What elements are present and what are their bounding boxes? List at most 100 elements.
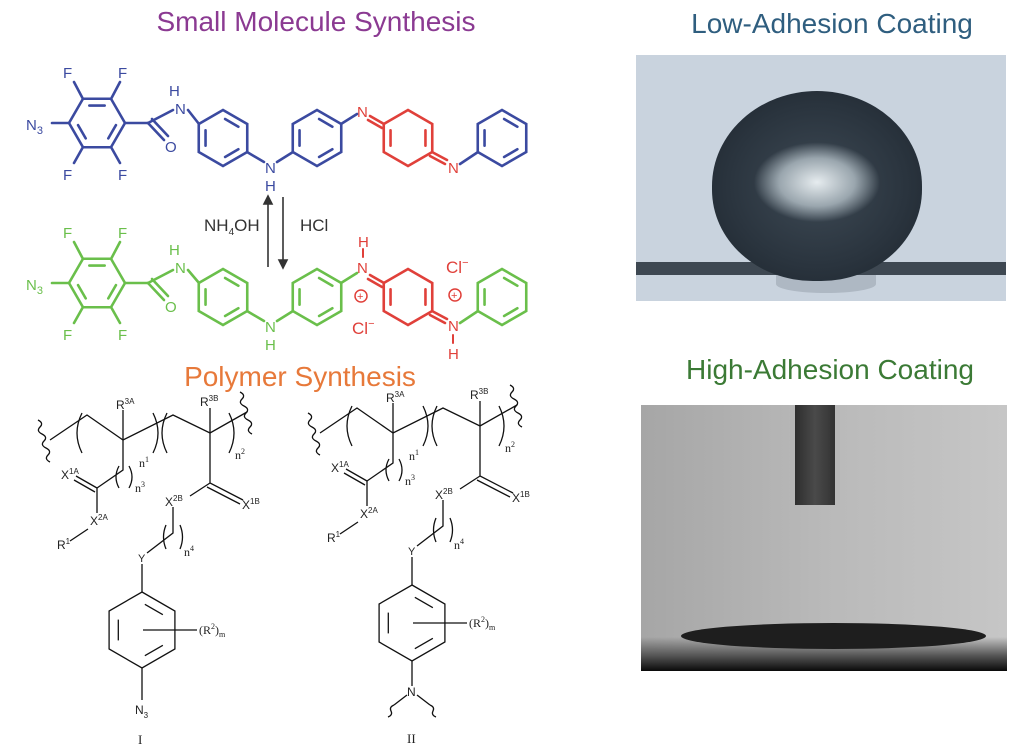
backbone: [49, 411, 248, 441]
imine-double-bonds: [366, 114, 449, 166]
fluorine-label: F: [118, 167, 127, 184]
ester-b-bonds: [189, 433, 244, 505]
tetrafluorophenyl-ring: [67, 257, 127, 309]
x2b-label: X2B: [165, 494, 183, 509]
wavy-bond-left: [307, 412, 321, 456]
arrow-down-icon: [277, 259, 289, 270]
y-label: Y: [138, 553, 146, 565]
polymer-synthesis-title: Polymer Synthesis: [184, 361, 416, 392]
ring-double-bond: [223, 147, 240, 159]
polymer-structure-II: R3A R3B n1 n2 n3 n4 X1A X2A X1B X2B R1 Y…: [307, 384, 530, 662]
equilibrium-arrows: [262, 194, 289, 270]
ring-outline: [291, 108, 343, 168]
repeat-unit-brackets: [346, 405, 505, 447]
linker-bonds: [141, 507, 184, 592]
ester-a-bonds: [69, 475, 98, 542]
y-label: Y: [408, 546, 416, 558]
ring-double-bond: [144, 603, 164, 616]
ring-outline: [476, 108, 528, 168]
quinoid-ring: [382, 108, 434, 168]
azide-label: N3: [135, 703, 149, 720]
tetrafluorophenyl-ring: [67, 97, 127, 149]
n1-label: n1: [139, 455, 149, 470]
r1-label: R1: [57, 537, 71, 552]
oxygen-label: O: [165, 139, 177, 156]
r3b-label: R3B: [470, 387, 488, 402]
oxygen-label: O: [165, 299, 177, 316]
hydrogen-label: H: [265, 337, 276, 354]
ring-double-bond: [414, 637, 434, 650]
r3a-label: R3A: [386, 390, 405, 405]
ring-double-bond: [144, 644, 164, 657]
ring-double-bond: [502, 117, 519, 129]
hydrogen-label: H: [448, 346, 459, 363]
linker-bonds: [411, 500, 454, 585]
iminium-bonds: [362, 248, 454, 344]
ring-double-bond: [502, 276, 519, 288]
r3b-label: R3B: [200, 394, 218, 409]
ring-outline: [476, 267, 528, 327]
n1-label: n1: [409, 448, 419, 463]
ring-outline: [197, 108, 249, 168]
fluorine-label: F: [118, 327, 127, 344]
ring-double-bond: [76, 283, 88, 300]
small-molecule-synthesis-title: Small Molecule Synthesis: [156, 6, 476, 37]
positive-charge-icon: +: [448, 288, 462, 302]
ring-double-bond: [502, 147, 519, 159]
atom-labels: F F F F N3 H N O N H: [26, 225, 276, 354]
phenyl-ring: [476, 267, 528, 327]
bonds: [50, 240, 480, 325]
ring-double-bond: [106, 283, 118, 300]
fluorine-label: F: [118, 65, 127, 82]
x2b-label: X2B: [435, 487, 453, 502]
arrow-up-icon: [262, 194, 274, 205]
azide-label: N3: [26, 117, 43, 137]
nitrogen-label: N: [175, 101, 186, 118]
fluorine-label: F: [63, 327, 72, 344]
benzene-ring: [291, 108, 343, 168]
benzene-ring: [197, 267, 249, 327]
nitrogen-label: N: [265, 160, 276, 177]
azide-aniline-neutral-molecule: F F F F N3 H N O N H N N: [26, 65, 528, 195]
structure-label-II: II: [407, 731, 416, 746]
nitrogen-label: N: [357, 104, 368, 121]
hydrogen-label: H: [358, 234, 369, 251]
base-reagent-label: NH4OH: [204, 216, 260, 238]
side-chain-a: [366, 433, 403, 482]
backbone: [319, 404, 518, 434]
svg-text:+: +: [451, 290, 457, 302]
benzene-ring: [291, 267, 343, 327]
polymer-labels: R3A R3B n1 n2 n3 n4 X1A X2A X1B X2B R1 Y…: [57, 394, 260, 747]
ester-b-bonds: [459, 426, 514, 498]
amine-nitrogen-label: N: [407, 685, 416, 699]
azide-label: N3: [26, 277, 43, 297]
ring-double-bond: [223, 117, 240, 129]
n2-label: n2: [235, 447, 245, 462]
nitrogen-label: N: [357, 260, 368, 277]
ring-double-bond: [317, 306, 334, 318]
iminium-labels: H N + N H + Cl− Cl−: [352, 234, 469, 363]
x1b-label: X1B: [512, 490, 530, 505]
ring-double-bond: [76, 123, 88, 140]
n4-label: n4: [454, 537, 464, 552]
svg-text:+: +: [357, 291, 363, 303]
side-chain-a: [96, 440, 133, 489]
ring-double-bond: [106, 123, 118, 140]
fluorine-label: F: [63, 167, 72, 184]
ring-double-bond: [414, 596, 434, 609]
n4-label: n4: [184, 544, 194, 559]
r2m-label: (R2)m: [469, 615, 496, 632]
x1b-label: X1B: [242, 497, 260, 512]
azide-aniline-protonated-molecule: F F F F N3 H N O N H H N + N H + Cl− Cl−: [26, 225, 528, 363]
quinoid-ring: [382, 267, 434, 327]
amine-bonds: [393, 661, 431, 706]
spherical-water-droplet: [712, 91, 922, 281]
n3-label: n3: [405, 473, 415, 488]
high-adhesion-droplet-photo: [641, 405, 1007, 671]
hydrogen-label: H: [169, 83, 180, 100]
polymer-structure-I: R3A R3B n1 n2 n3 n4 X1A X2A X1B X2B R1 Y…: [37, 391, 260, 747]
n2-label: n2: [505, 440, 515, 455]
nitrogen-label: N: [448, 160, 459, 177]
ring-double-bond: [317, 117, 334, 129]
